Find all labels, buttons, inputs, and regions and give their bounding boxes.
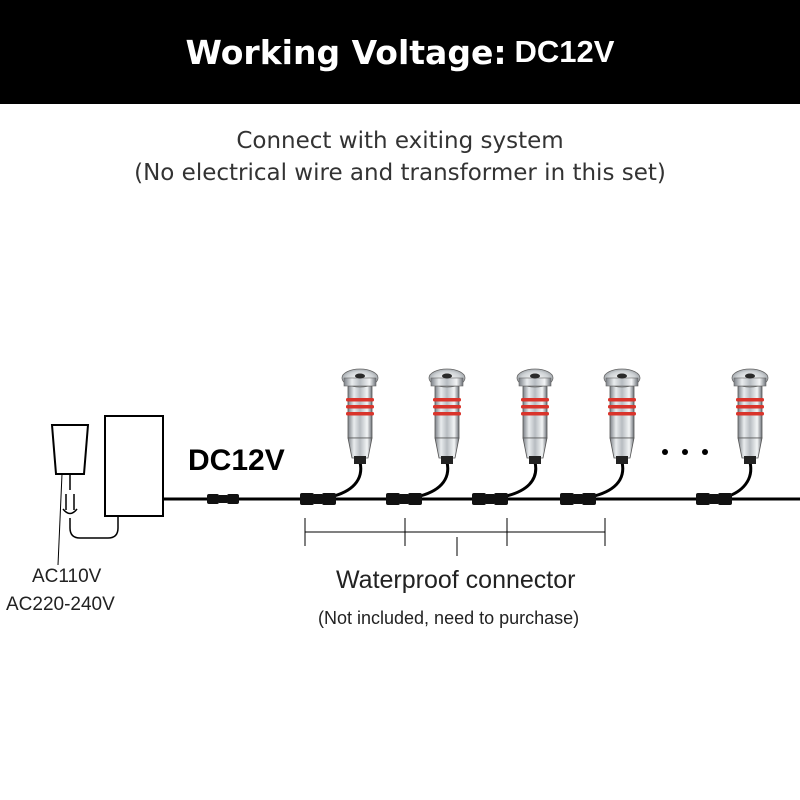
waterproof-connector-icon [472,493,508,505]
lamp-fixture-icon [501,368,554,499]
waterproof-connector-icon [300,493,336,505]
lamp-group [300,368,769,505]
subtitle-line-1: Connect with exiting system [236,128,564,154]
title-label: Working Voltage: [185,32,507,72]
title-value: DC12V [514,34,615,69]
connector-bracket [304,518,606,556]
dc-connector [207,494,239,504]
waterproof-connector-icon [696,493,732,505]
subtitle-line-2: (No electrical wire and transformer in t… [134,160,666,186]
dc-voltage-label: DC12V [188,444,285,477]
waterproof-connector-icon [386,493,422,505]
waterproof-connector-icon [560,493,596,505]
lamp-fixture-icon [589,368,641,499]
lamp-fixture-icon [329,368,379,499]
connector-note: (Not included, need to purchase) [318,608,580,628]
wall-plug-icon [50,424,90,490]
connector-label: Waterproof connector [336,566,576,594]
more-lamps-ellipsis [662,449,708,455]
ac-voltage-110-label: AC110V [32,566,102,587]
transformer-box [104,415,164,517]
plug-prongs-icon [62,494,78,515]
ac-voltage-220-label: AC220-240V [6,594,115,615]
lamp-fixture-icon [725,368,769,499]
title-banner: Working Voltage: DC12V [0,0,800,104]
lamp-fixture-icon [415,368,466,499]
